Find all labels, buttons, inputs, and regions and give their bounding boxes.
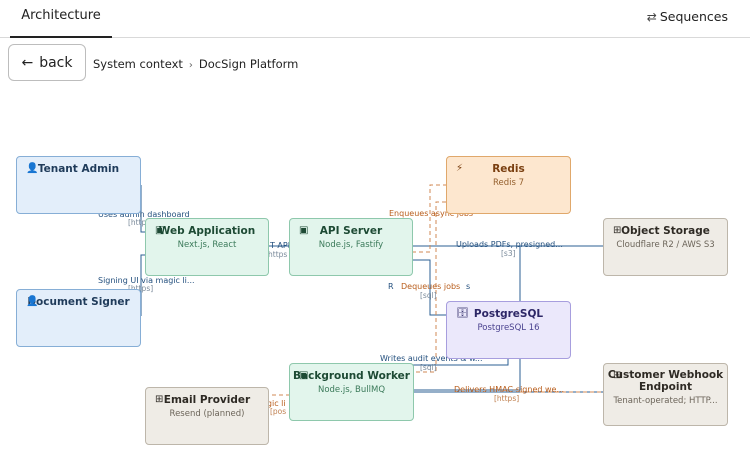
node-document-signer[interactable]: 👤 Document Signer [16,289,141,347]
node-tech: Next.js, React [177,240,237,250]
tab-sequences-label: Sequences [659,9,728,24]
node-api-server[interactable]: ▣ API Server Node.js, Fastify [289,218,413,276]
edge-label-uploads: Uploads PDFs, presigned... [456,240,563,249]
node-title: Customer Webhook Endpoint [607,369,724,393]
lightning-icon: ⚡ [456,163,464,174]
node-redis[interactable]: ⚡ Redis Redis 7 [446,156,571,214]
breadcrumb-separator: › [188,60,193,71]
arrow-left-icon: ← [21,54,34,71]
top-tab-bar: Architecture ⇄Sequences [0,0,750,38]
edge-tech-uploads: [s3] [501,249,516,258]
edge-label-enqueue: Enqueues async jobs [389,209,474,218]
diagram-canvas[interactable]: Uses admin dashboard [https] Signing UI … [0,90,750,458]
edge-label-webhook: Delivers HMAC-signed we... [454,385,565,394]
edge-tech-r: [sql] [420,291,437,300]
edge-tech-audit: [sql] [420,363,437,372]
swap-arrows-icon: ⇄ [646,10,657,24]
edge-worker-to-storage [413,246,521,391]
edge-label-web-api: T API [270,241,291,250]
node-web-application[interactable]: ▣ Web Application Next.js, React [145,218,269,276]
breadcrumb-current: DocSign Platform [198,57,299,71]
node-tenant-admin[interactable]: 👤 Tenant Admin [16,156,141,214]
container-icon: ▣ [299,225,309,236]
node-tech: Node.js, BullMQ [317,385,386,395]
edge-admin-to-web [140,185,146,233]
edge-api-to-redis [412,184,446,253]
node-tech: Tenant-operated; HTTP... [613,396,718,406]
node-tech: Redis 7 [492,178,525,188]
tab-architecture[interactable]: Architecture [10,0,112,38]
edge-redis-to-worker [413,201,446,373]
external-system-icon: ⊞ [613,225,622,236]
edge-worker-to-pg [413,357,509,366]
node-object-storage[interactable]: ⊞ Object Storage Cloudflare R2 / AWS S3 [603,218,728,276]
edge-tech-web-api: https [268,250,288,259]
edge-label-magic: agic li [262,399,286,408]
edge-label-admin-dashboard: Uses admin dashboard [98,210,190,219]
node-tech: Resend (planned) [169,409,245,419]
node-background-worker[interactable]: ▣ Background Worker Node.js, BullMQ [289,363,414,421]
external-system-icon: ⊞ [155,394,164,405]
edge-label-r: R [388,282,394,291]
node-title: API Server [319,225,383,237]
node-title: Background Worker [293,370,410,382]
node-title: Email Provider [163,394,251,406]
container-icon: ▣ [155,225,165,236]
node-title: Tenant Admin [37,163,120,175]
node-customer-webhook-endpoint[interactable]: ⊞ Customer Webhook Endpoint Tenant-opera… [603,363,728,426]
tab-sequences[interactable]: ⇄Sequences [647,9,728,24]
edge-signer-to-web [140,254,146,316]
node-title: PostgreSQL [473,308,544,320]
node-tech: Node.js, Fastify [318,240,384,250]
node-title: Redis [492,163,525,175]
node-title: Object Storage [621,225,710,237]
node-email-provider[interactable]: ⊞ Email Provider Resend (planned) [145,387,269,445]
edge-tech-magic: [pos [270,407,287,416]
edge-tech-admin-dashboard: [https] [128,218,154,227]
node-tech: Cloudflare R2 / AWS S3 [616,240,715,250]
person-icon: 👤 [26,296,39,307]
edge-label-dequeue: Dequeues jobs [401,282,461,291]
breadcrumb-system-context[interactable]: System context [93,57,183,71]
database-icon: 🗄 [456,308,469,319]
back-button[interactable]: ← back [8,44,86,81]
back-button-label: back [39,54,73,71]
node-title: Document Signer [27,296,130,308]
breadcrumb: System context › DocSign Platform [93,57,298,71]
container-icon: ▣ [299,370,309,381]
edge-label-dequeue-tail: s [466,282,471,291]
node-postgresql[interactable]: 🗄 PostgreSQL PostgreSQL 16 [446,301,571,359]
edge-api-to-pg [412,259,447,316]
person-icon: 👤 [26,163,39,174]
edge-tech-webhook: [https] [494,394,520,403]
external-system-icon: ⊞ [613,370,622,381]
edge-label-audit: Writes audit events & w... [380,354,483,363]
node-tech: PostgreSQL 16 [477,323,540,333]
node-title: Web Application [158,225,256,237]
edge-tech-signing-ui: [https] [128,284,154,293]
edge-label-signing-ui: Signing UI via magic li... [98,276,195,285]
